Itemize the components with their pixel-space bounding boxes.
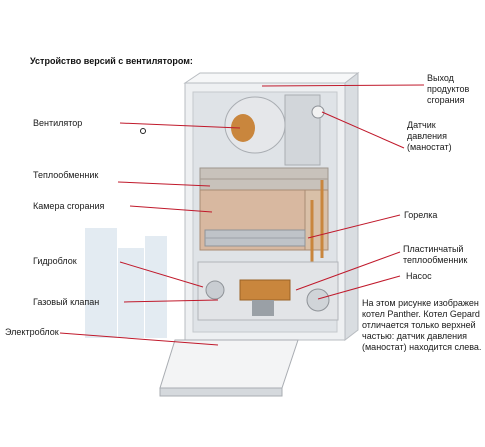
- heat-exchanger: [199, 167, 329, 191]
- burner: [204, 229, 306, 247]
- label-exhaust: Выход продуктов сгорания: [427, 73, 470, 105]
- label-combustion-chamber: Камера сгорания: [33, 201, 105, 211]
- copper-pipe: [310, 180, 324, 262]
- leader-combustion-chamber: [129, 205, 213, 213]
- leader-pump: [317, 275, 401, 300]
- leader-plate-exchanger: [295, 251, 401, 291]
- label-pressure-sensor: Датчик давления (маностат): [407, 120, 452, 152]
- label-plate-exchanger: Пластинчатый теплообменник: [403, 244, 468, 265]
- hydroblock-section: [197, 261, 339, 321]
- label-gas-valve: Газовый клапан: [33, 297, 100, 307]
- label-electroblock: Электроблок: [5, 327, 59, 337]
- leader-burner: [307, 214, 401, 239]
- fan-assembly: [224, 94, 325, 166]
- leader-fan: [119, 122, 241, 129]
- leader-heat-exchanger: [117, 181, 211, 187]
- leader-hydroblock: [119, 261, 204, 288]
- marker-circle: [140, 128, 146, 134]
- label-pump: Насос: [406, 271, 432, 281]
- leader-exhaust: [261, 84, 425, 87]
- leader-pressure-sensor: [321, 111, 405, 149]
- label-fan: Вентилятор: [33, 118, 83, 128]
- label-heat-exchanger: Теплообменник: [33, 170, 99, 180]
- leader-lines: [59, 84, 425, 346]
- leader-gas-valve: [123, 299, 219, 303]
- diagram-title: Устройство версий с вентилятором:: [30, 56, 193, 66]
- label-burner: Горелка: [404, 210, 438, 220]
- leader-electroblock: [59, 332, 219, 346]
- control-box: [159, 339, 299, 397]
- label-hydroblock: Гидроблок: [33, 256, 77, 266]
- note-text: На этом рисунке изображен котел Panther.…: [362, 298, 482, 352]
